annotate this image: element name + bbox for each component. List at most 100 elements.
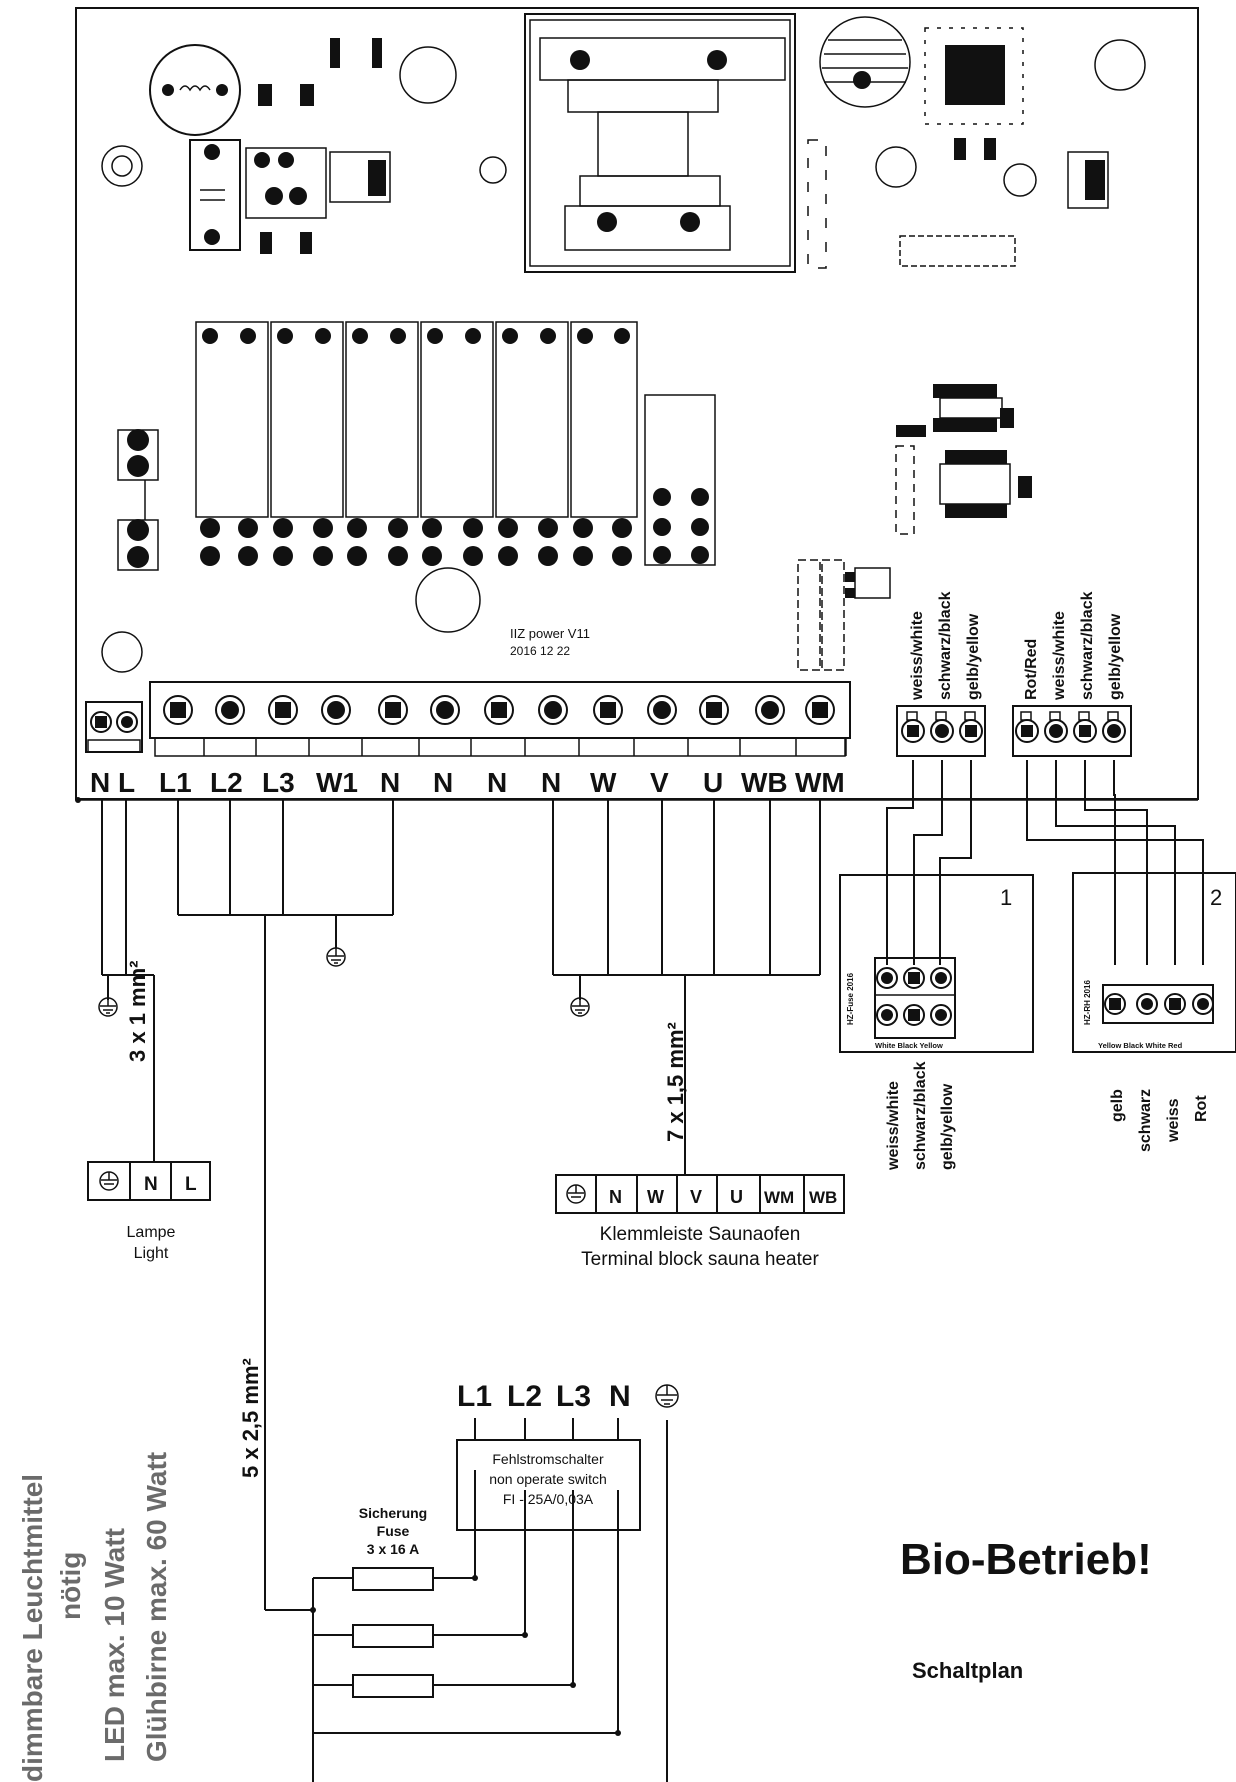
terminal-screw (538, 695, 580, 756)
ground-icon (326, 947, 346, 967)
capacitor-component (149, 44, 241, 136)
sensor1-label-black: schwarz/black (937, 591, 954, 700)
rcd-line3: FI - 25A/0,03A (503, 1491, 594, 1507)
wiring (101, 760, 1204, 1782)
box1-wire-label-yellow: gelb/yellow (939, 1083, 956, 1170)
terminal-screw (593, 695, 635, 756)
sensor2-label-yellow: gelb/yellow (1107, 613, 1124, 700)
terminal-screw (647, 695, 689, 756)
heater-block-terminal: WB (809, 1188, 837, 1207)
main-terminal-strip (149, 681, 851, 757)
board-label-line2: 2016 12 22 (510, 644, 570, 658)
heater-block-terminal: WM (764, 1188, 794, 1207)
sensor-box-2-side-label: HZ-RH 2016 (1083, 980, 1092, 1025)
sensor-box-2-number: 2 (1210, 885, 1222, 910)
lamp-block-terminal: N (144, 1174, 158, 1195)
relay-terminal-dots (202, 328, 630, 344)
box2-wire-label-gelb: gelb (1109, 1089, 1126, 1122)
terminal-screw (430, 695, 472, 756)
cable-label-heater: 7 x 1,5 mm² (663, 1022, 688, 1142)
rcd-line1: Fehlstromschalter (492, 1451, 604, 1467)
side-note-line3: LED max. 10 Watt (99, 1528, 130, 1762)
heater-caption-de: Klemmleiste Saunaofen (600, 1224, 801, 1245)
ground-icon (570, 997, 590, 1017)
lamp-block-terminal: L (185, 1174, 197, 1195)
side-note-line1: dimmbare Leuchtmittel (17, 1474, 48, 1782)
sensor-box-1-side-label: HZ-Fuse 2016 (846, 972, 855, 1025)
lamp-terminal-L: L (118, 767, 135, 798)
sensor2-label-black: schwarz/black (1079, 591, 1096, 700)
fuse-holder-component (117, 429, 159, 571)
box2-wire-label-rot: Rot (1193, 1095, 1210, 1122)
terminal-label: N (541, 767, 561, 798)
terminal-screw (755, 695, 797, 756)
bio-title: Bio-Betrieb! (900, 1535, 1152, 1584)
terminal-screw (699, 695, 741, 756)
sensor2-label-red: Rot/Red (1023, 639, 1040, 700)
fuse-1 (352, 1567, 434, 1591)
pcb-outline (75, 7, 1199, 800)
terminal-label: WB (741, 767, 788, 798)
cable-label-supply: 5 x 2,5 mm² (238, 1358, 263, 1478)
relay-bank (195, 321, 716, 566)
sensor-box-1 (839, 874, 1034, 1053)
sensor1-label-yellow: gelb/yellow (965, 613, 982, 700)
lamp-terminal-block (87, 1161, 211, 1201)
sensor1-label-white: weiss/white (909, 611, 926, 701)
terminal-screw (805, 695, 847, 756)
terminal-label: L2 (210, 767, 243, 798)
relay-pin-rows (200, 488, 709, 566)
heater-block-terminal: V (690, 1187, 702, 1207)
side-note-line4: Glühbirne max. 60 Watt (141, 1452, 172, 1762)
lamp-terminal-N: N (90, 767, 110, 798)
fuse-2 (352, 1624, 434, 1648)
lamp-terminal-strip (85, 701, 143, 753)
supply-terminal-L1: L1 (457, 1380, 492, 1413)
sensor-box-1-number: 1 (1000, 885, 1012, 910)
terminal-screw (215, 695, 257, 756)
terminal-label: N (380, 767, 400, 798)
transformer-component (524, 13, 796, 273)
schaltplan-label: Schaltplan (912, 1658, 1023, 1683)
box1-wire-label-white: weiss/white (885, 1081, 902, 1171)
sensor-box-2 (1072, 872, 1236, 1053)
heater-caption-en: Terminal block sauna heater (581, 1249, 819, 1270)
main-terminal-screws (163, 695, 847, 756)
box1-wire-label-black: schwarz/black (912, 1061, 929, 1170)
heater-terminal-block (555, 1174, 845, 1214)
cable-label-lamp: 3 x 1 mm² (125, 961, 150, 1063)
terminal-label: L3 (262, 767, 295, 798)
rcd-line2: non operate switch (489, 1471, 607, 1487)
terminal-label: U (703, 767, 723, 798)
box2-wire-label-weiss: weiss (1165, 1098, 1182, 1143)
heater-block-terminal: N (609, 1187, 622, 1207)
ground-icon (655, 1384, 679, 1408)
box2-wire-label-schwarz: schwarz (1137, 1089, 1154, 1152)
supply-terminal-N: N (609, 1380, 631, 1413)
heater-block-terminal: W (647, 1187, 664, 1207)
terminal-label: WM (795, 767, 845, 798)
ground-icon (99, 1171, 119, 1191)
heater-block-terminal: U (730, 1187, 743, 1207)
sensor-box-2-bottom-label: Yellow Black White Red (1098, 1041, 1183, 1050)
fuse-3 (352, 1674, 434, 1698)
terminal-screw (484, 695, 526, 756)
microcontroller-component (924, 27, 1024, 125)
terminal-label: L1 (159, 767, 192, 798)
fuse-label-line2: Fuse (377, 1523, 410, 1539)
terminal-label: W (590, 767, 617, 798)
sensor-box-1-bottom-label: White Black Yellow (875, 1041, 943, 1050)
sensor2-label-white: weiss/white (1051, 611, 1068, 701)
terminal-label: V (650, 767, 669, 798)
side-note-line2: nötig (55, 1552, 86, 1620)
supply-terminal-L3: L3 (556, 1380, 591, 1413)
sensor-connector-1 (896, 705, 986, 757)
terminal-label: N (433, 767, 453, 798)
regulator-component (189, 139, 391, 254)
ground-icon (98, 997, 118, 1017)
sensor-connector-2 (1012, 705, 1132, 757)
board-label-line1: IIZ power V11 (510, 626, 590, 641)
terminal-label: W1 (316, 767, 358, 798)
lamp-caption-de: Lampe (127, 1224, 176, 1241)
